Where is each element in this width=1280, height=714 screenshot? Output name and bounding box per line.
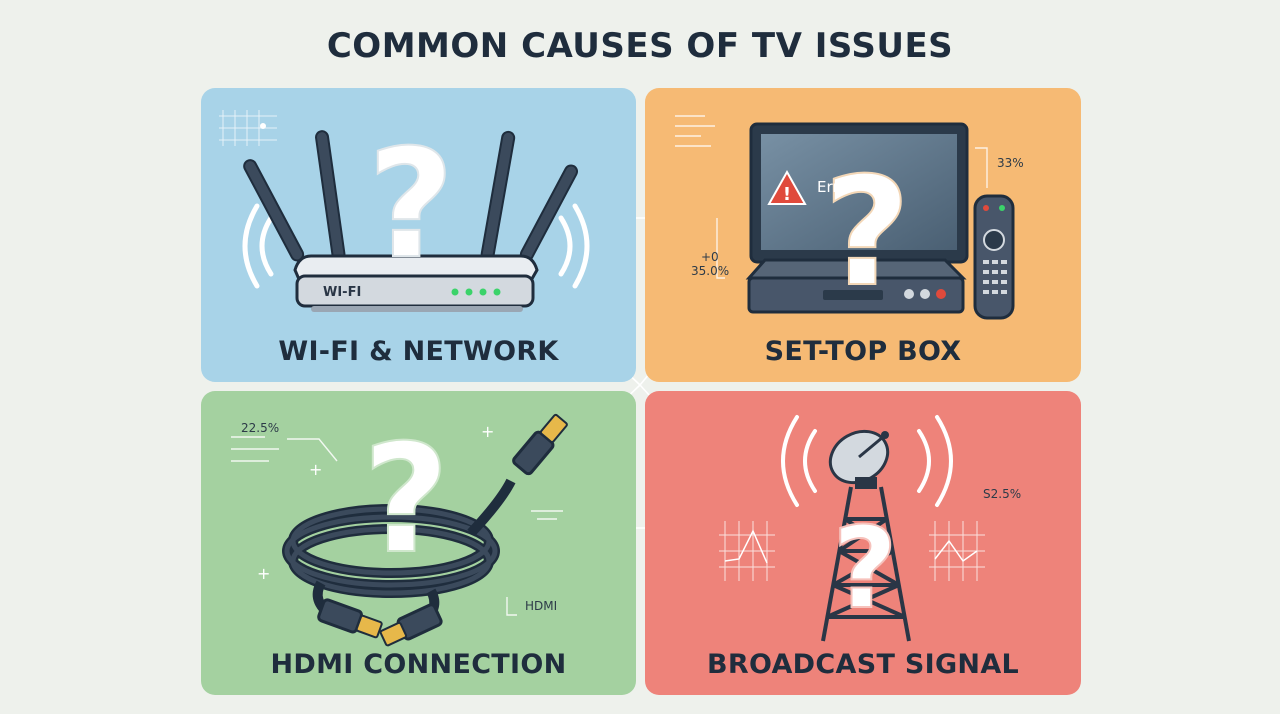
- remote-icon: [973, 194, 1015, 320]
- question-mark-icon: ?: [822, 145, 911, 321]
- svg-text:?: ?: [362, 413, 449, 587]
- hdmi-cable-icon: + + + ?: [231, 412, 568, 647]
- stb-note-top: 33%: [997, 156, 1024, 170]
- set-top-box-icon: [745, 258, 967, 314]
- panel-hdmi-connection: + + + ?: [201, 391, 636, 695]
- tv-icon: ! ?: [675, 115, 1015, 321]
- svg-text:+: +: [257, 564, 270, 583]
- tv-screen-error-text: Error: [817, 178, 854, 196]
- svg-text:+: +: [309, 460, 322, 479]
- question-mark-icon: ?: [832, 503, 899, 635]
- router-label-text: WI-FI: [323, 285, 362, 300]
- panel-label-set-top-box: SET-TOP BOX: [764, 336, 962, 367]
- panel-label-hdmi: HDMI CONNECTION: [270, 649, 567, 680]
- router-icon: ?: [219, 110, 590, 312]
- question-mark-icon: ?: [361, 412, 450, 588]
- bcast-note-top: S2.5%: [983, 487, 1022, 501]
- svg-text:?: ?: [833, 504, 898, 634]
- panel-label-wifi: WI-FI & NETWORK: [278, 336, 559, 367]
- stb-note-mid2: 35.0%: [691, 264, 730, 278]
- panel-set-top-box: ! ? Error 33% +0 35.0% SET-TOP B: [645, 88, 1081, 382]
- stb-note-mid1: +0: [701, 250, 719, 264]
- hdmi-cable-label: HDMI: [525, 599, 558, 613]
- page-title: COMMON CAUSES OF TV ISSUES: [326, 26, 954, 66]
- svg-text:?: ?: [823, 146, 910, 320]
- svg-text:?: ?: [367, 118, 454, 292]
- panel-wifi-network: ? WI-FI WI-FI & NETWORK: [201, 88, 636, 382]
- question-mark-icon: ?: [366, 117, 455, 293]
- hdmi-note-top: 22.5%: [241, 421, 280, 435]
- broadcast-tower-icon: ?: [719, 415, 985, 642]
- svg-text:+: +: [481, 422, 494, 441]
- satellite-dish-icon: [828, 429, 890, 489]
- panel-broadcast-signal: ? S2.5% BROADCAST SIGNAL: [645, 391, 1081, 695]
- svg-text:!: !: [783, 184, 791, 205]
- warning-icon: !: [767, 169, 807, 205]
- panel-label-broadcast: BROADCAST SIGNAL: [706, 649, 1020, 680]
